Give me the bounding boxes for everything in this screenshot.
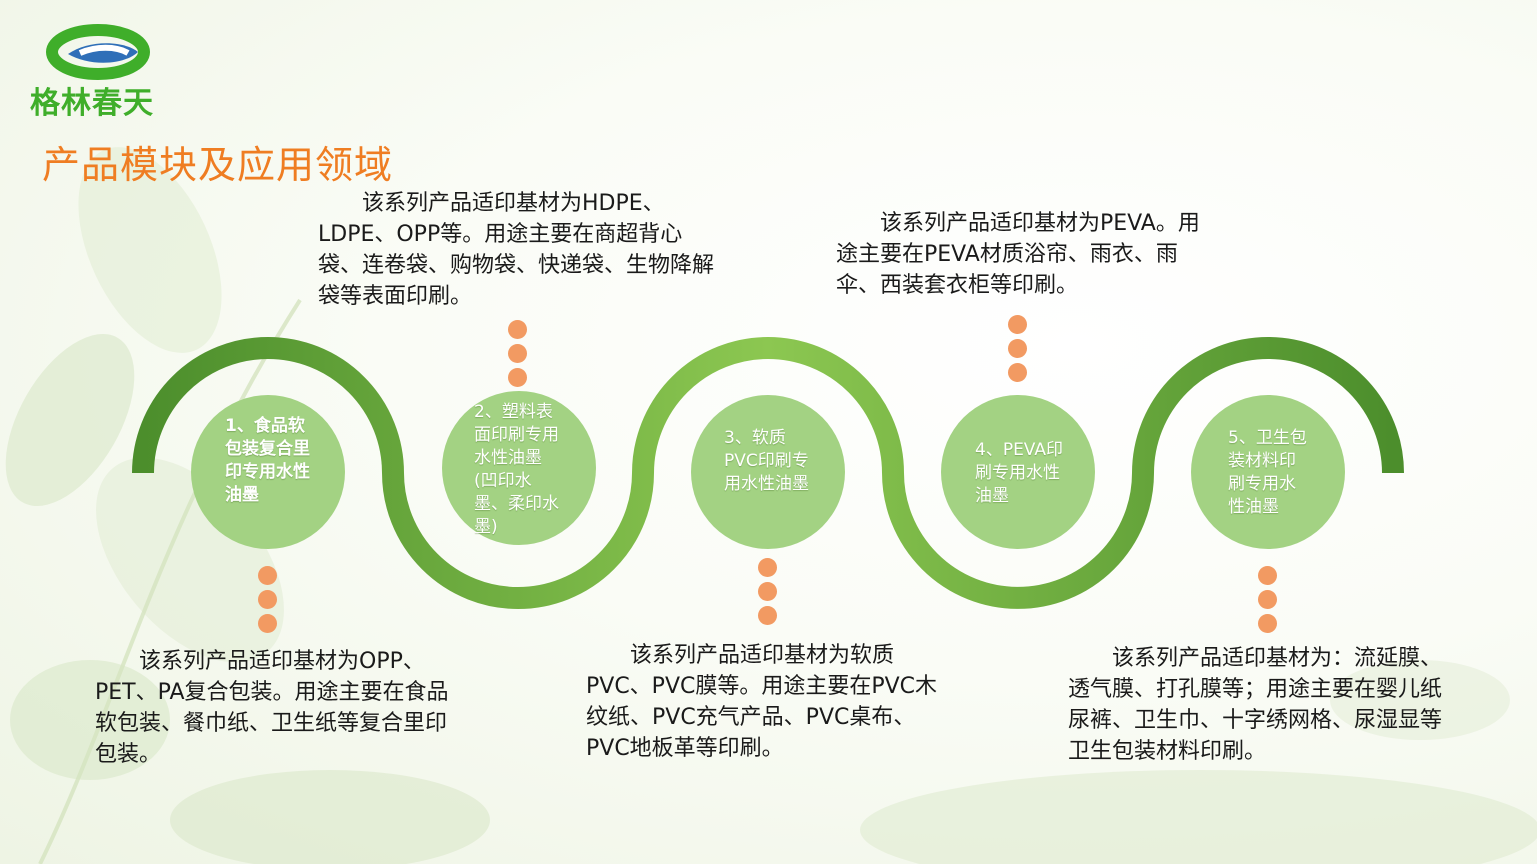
- module-label-1: 1、食品软包装复合里印专用水性油墨: [225, 416, 310, 505]
- connector-dots-3: [758, 558, 778, 630]
- connector-dots-4: [1008, 315, 1028, 387]
- module-label-5: 5、卫生包装材料印刷专用水性油墨: [1228, 428, 1307, 517]
- module-label-3: 3、软质PVC印刷专用水性油墨: [724, 428, 809, 494]
- brand-logo-icon: [46, 24, 150, 80]
- dot: [1258, 566, 1277, 585]
- module-circle-4: 4、PEVA印刷专用水性油墨: [941, 395, 1095, 549]
- dot: [1258, 614, 1277, 633]
- connector-dots-5: [1258, 566, 1278, 638]
- dot: [258, 614, 277, 633]
- dot: [758, 606, 777, 625]
- dot: [1008, 315, 1027, 334]
- dot: [1258, 590, 1277, 609]
- module-description-5: 该系列产品适印基材为：流延膜、透气膜、打孔膜等；用途主要在婴儿纸尿裤、卫生巾、十…: [1068, 646, 1443, 764]
- module-label-2: 2、塑料表面印刷专用水性油墨(凹印水墨、柔印水墨): [474, 402, 559, 537]
- module-circle-3: 3、软质PVC印刷专用水性油墨: [691, 395, 845, 549]
- dot: [758, 558, 777, 577]
- dot: [508, 320, 527, 339]
- page-title: 产品模块及应用领域: [42, 143, 394, 187]
- dot: [1008, 363, 1027, 382]
- module-circle-5: 5、卫生包装材料印刷专用水性油墨: [1191, 395, 1345, 549]
- module-circle-2: 2、塑料表面印刷专用水性油墨(凹印水墨、柔印水墨): [442, 391, 596, 545]
- dot: [1008, 339, 1027, 358]
- module-description-3: 该系列产品适印基材为软质PVC、PVC膜等。用途主要在PVC木纹纸、PVC充气产…: [586, 643, 938, 761]
- dot: [258, 566, 277, 585]
- dot: [758, 582, 777, 601]
- dot: [508, 368, 527, 387]
- connector-dots-1: [258, 566, 278, 638]
- dot: [258, 590, 277, 609]
- module-label-4: 4、PEVA印刷专用水性油墨: [975, 440, 1063, 506]
- module-circle-1: 1、食品软包装复合里印专用水性油墨: [191, 395, 345, 549]
- connector-dots-2: [508, 320, 528, 392]
- module-description-2: 该系列产品适印基材为HDPE、LDPE、OPP等。用途主要在商超背心袋、连卷袋、…: [318, 191, 715, 309]
- brand-name: 格林春天: [30, 86, 154, 121]
- module-description-4: 该系列产品适印基材为PEVA。用途主要在PEVA材质浴帘、雨衣、雨伞、西装套衣柜…: [836, 211, 1200, 298]
- module-description-1: 该系列产品适印基材为OPP、PET、PA复合包装。用途主要在食品软包装、餐巾纸、…: [95, 649, 449, 767]
- dot: [508, 344, 527, 363]
